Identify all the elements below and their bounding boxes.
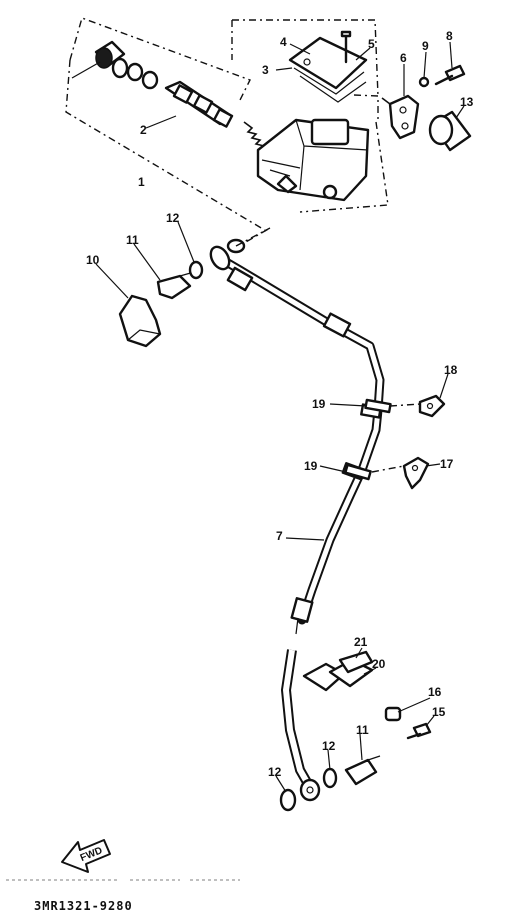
hose-guide-upper — [418, 394, 446, 418]
callouts: 1 2 3 4 5 6 7 8 9 10 11 12 13 18 17 19 1… — [86, 29, 474, 779]
bracket-washer — [418, 76, 430, 88]
leader-lines — [95, 41, 465, 793]
callout-19-lower: 19 — [304, 459, 318, 473]
gasket-lower-b — [279, 788, 297, 812]
brake-hose — [209, 245, 385, 635]
callout-4: 4 — [280, 35, 287, 49]
callout-10: 10 — [86, 253, 100, 267]
master-cylinder-body — [256, 118, 370, 202]
callout-16: 16 — [428, 685, 442, 699]
callout-11-upper: 11 — [126, 233, 139, 247]
fwd-arrow-icon: FWD — [61, 839, 111, 873]
callout-20: 20 — [372, 657, 386, 671]
union-cap — [118, 294, 162, 348]
callout-18: 18 — [444, 363, 458, 377]
union-bolt-upper — [156, 271, 195, 300]
screw-15 — [406, 722, 432, 740]
reservoir-cap — [288, 30, 368, 103]
callout-2: 2 — [140, 123, 147, 137]
callout-13: 13 — [460, 95, 474, 109]
callout-8: 8 — [446, 29, 453, 43]
callout-17: 17 — [440, 457, 454, 471]
callout-11-lower: 11 — [356, 723, 369, 737]
diagram-code: 3MR1321-9280 — [34, 899, 133, 913]
grommet-16 — [384, 706, 402, 722]
lower-brake-hose — [280, 649, 321, 802]
union-bolt-lower — [344, 755, 381, 786]
callout-3: 3 — [262, 63, 269, 77]
piston-kit — [71, 40, 265, 147]
callout-15: 15 — [432, 705, 446, 719]
holder-bracket — [381, 94, 420, 140]
callout-7: 7 — [276, 529, 283, 543]
master-cylinder-assembly-outline — [65, 17, 389, 251]
callout-12-middle: 12 — [322, 739, 336, 753]
gasket-lower-a — [322, 767, 338, 789]
hose-clamp-19a — [364, 398, 392, 414]
callout-1: 1 — [138, 175, 145, 189]
callout-5: 5 — [368, 37, 375, 51]
callout-6: 6 — [400, 51, 407, 65]
callout-9: 9 — [422, 39, 429, 53]
hose-clamp-19b — [344, 463, 372, 481]
dust-cover — [428, 110, 472, 152]
callout-12-upper: 12 — [166, 211, 180, 225]
hose-guide-lower — [402, 456, 430, 490]
bracket-bolt — [434, 64, 466, 86]
callout-19-upper: 19 — [312, 397, 326, 411]
callout-12-lower: 12 — [268, 765, 282, 779]
callout-21: 21 — [354, 635, 368, 649]
